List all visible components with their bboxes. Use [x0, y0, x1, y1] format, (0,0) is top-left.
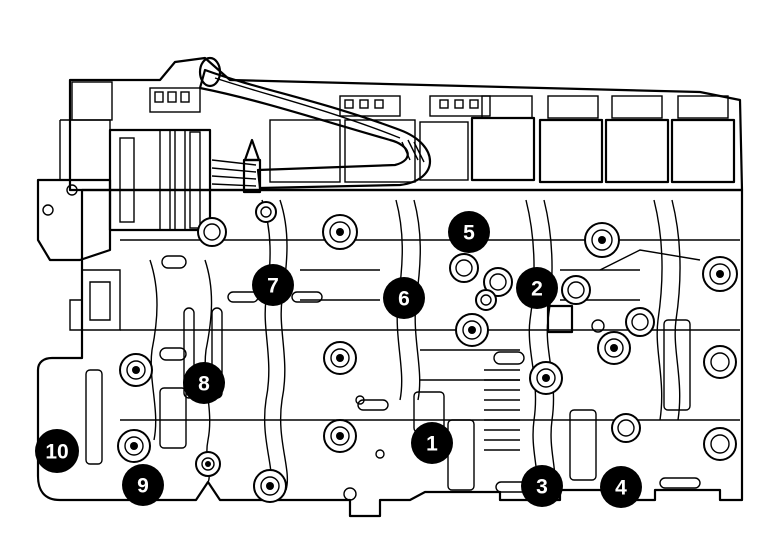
bolt: [323, 341, 357, 375]
bolt: [475, 289, 497, 311]
bolt: [253, 469, 287, 503]
bolt: [449, 253, 479, 283]
bolt: [597, 331, 631, 365]
bolts: [117, 201, 738, 503]
callout-10: 10: [35, 429, 79, 473]
svg-text:9: 9: [137, 475, 149, 498]
svg-text:2: 2: [531, 278, 543, 301]
callout-6: 6: [383, 277, 425, 319]
svg-text:6: 6: [398, 288, 410, 311]
bolt: [455, 313, 489, 347]
bolt: [117, 429, 151, 463]
svg-text:10: 10: [45, 441, 68, 464]
svg-text:4: 4: [615, 477, 627, 500]
callout-2: 2: [516, 267, 558, 309]
bolt: [322, 214, 358, 250]
bolt: [611, 413, 641, 443]
callout-9: 9: [122, 464, 164, 506]
bolt: [625, 307, 655, 337]
callout-5: 5: [448, 211, 490, 253]
svg-text:5: 5: [463, 222, 475, 245]
bolt: [119, 353, 153, 387]
bolt: [195, 451, 221, 477]
bolt: [703, 345, 737, 379]
bolt: [255, 201, 277, 223]
callout-3: 3: [521, 465, 563, 507]
bolt: [703, 427, 737, 461]
svg-text:1: 1: [426, 433, 438, 456]
svg-text:8: 8: [198, 373, 210, 396]
bolt: [197, 217, 227, 247]
callout-4: 4: [600, 466, 642, 508]
bolt: [584, 222, 620, 258]
callout-7: 7: [252, 264, 294, 306]
bolt: [561, 275, 591, 305]
bolt: [529, 361, 563, 395]
callout-1: 1: [411, 422, 453, 464]
callout-8: 8: [183, 362, 225, 404]
bolt: [483, 267, 513, 297]
svg-text:7: 7: [267, 275, 279, 298]
upper-housing: [36, 56, 744, 262]
bolt: [702, 256, 738, 292]
svg-text:3: 3: [536, 476, 548, 499]
bolt: [323, 419, 357, 453]
